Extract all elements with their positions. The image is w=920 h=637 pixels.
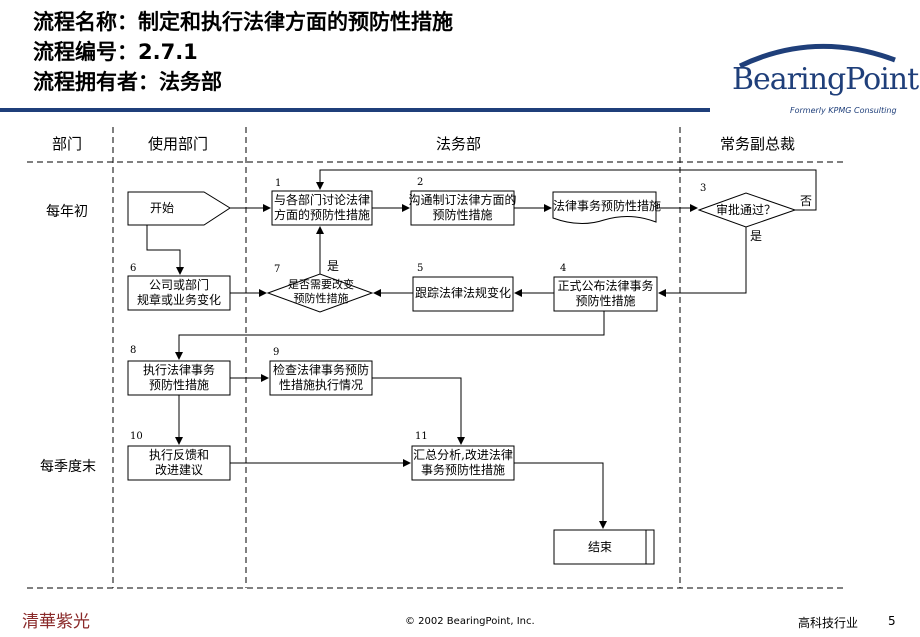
title-divider [0,108,710,112]
column-header-legal: 法务部 [436,135,482,153]
footer-industry: 高科技行业 [798,616,859,630]
arrow-4-to-8 [175,311,605,360]
node-1-label: 与各部门讨论法律方面的预防性措施 [273,193,370,222]
node-5-label: 跟踪法律法规变化 [414,286,511,300]
company-logo: BearingPoint [732,62,919,97]
step-number-1: 1 [275,178,282,189]
step-number-8: 8 [130,345,137,356]
end-box [553,529,655,565]
step-number-7: 7 [274,264,281,275]
start-shape [127,191,231,226]
step-number-10: 10 [130,431,143,442]
footer-page-number: 5 [888,614,896,628]
node-6-label: 公司或部门规章或业务变化 [136,278,221,307]
column-header-evp: 常务副总裁 [720,135,796,153]
step-number-5: 5 [417,263,424,274]
row-header-year-start: 每年初 [46,204,88,220]
arrow-11-to-end [514,462,607,529]
logo-arc-icon [738,43,896,68]
arrow-3-yes-to-4 [658,227,747,297]
document-shape [552,191,657,224]
decision-7-yes-label: 是 [327,259,340,273]
logo-tagline: Formerly KPMG Consulting [790,106,897,115]
decision-3-yes-label: 是 [750,229,763,243]
arrow-start-to-6 [146,225,184,275]
node-1-box [271,190,373,226]
node-4-label: 正式公布法律事务预防性措施 [557,279,654,308]
node-5-box [412,276,514,312]
start-label: 开始 [150,201,175,215]
node-9-box [269,360,373,396]
step-number-2: 2 [417,177,424,188]
process-owner: 流程拥有者：法务部 [33,70,222,94]
step-number-11: 11 [415,431,428,442]
process-number: 流程编号：2.7.1 [33,40,198,64]
row-header-quarter-end: 每季度末 [40,459,96,475]
node-8-label: 执行法律事务预防性措施 [142,363,215,392]
document-label: 法律事务预防性措施 [553,199,662,213]
arrow-3-no-to-1 [316,169,817,211]
node-2-label: 沟通制订法律方面的预防性措施 [408,193,517,222]
footer-copyright: © 2002 BearingPoint, Inc. [405,616,535,627]
step-number-9: 9 [273,347,280,358]
decision-7-shape [266,273,374,313]
node-4-box [553,276,658,312]
process-name: 流程名称：制定和执行法律方面的预防性措施 [33,10,453,34]
node-11-label: 汇总分析,改进法律事务预防性措施 [413,448,513,477]
column-header-user-dept: 使用部门 [148,135,209,153]
node-11-box [411,445,515,481]
column-header-dept: 部门 [52,135,83,153]
end-label: 结束 [587,540,612,554]
arrow-9-to-11 [372,377,465,445]
footer-brand-logo: 清華紫光 [22,612,90,632]
decision-3-no-label: 否 [800,194,813,208]
decision-3-label: 审批通过？ [715,203,776,217]
decision-7-label: 是否需要改变预防性措施 [288,278,354,305]
node-6-box [127,275,231,311]
step-number-3: 3 [700,183,707,194]
step-number-6: 6 [130,263,137,274]
step-number-4: 4 [560,263,567,274]
node-9-label: 检查法律事务预防性措施执行情况 [272,363,369,392]
node-10-label: 执行反馈和改进建议 [148,448,209,477]
